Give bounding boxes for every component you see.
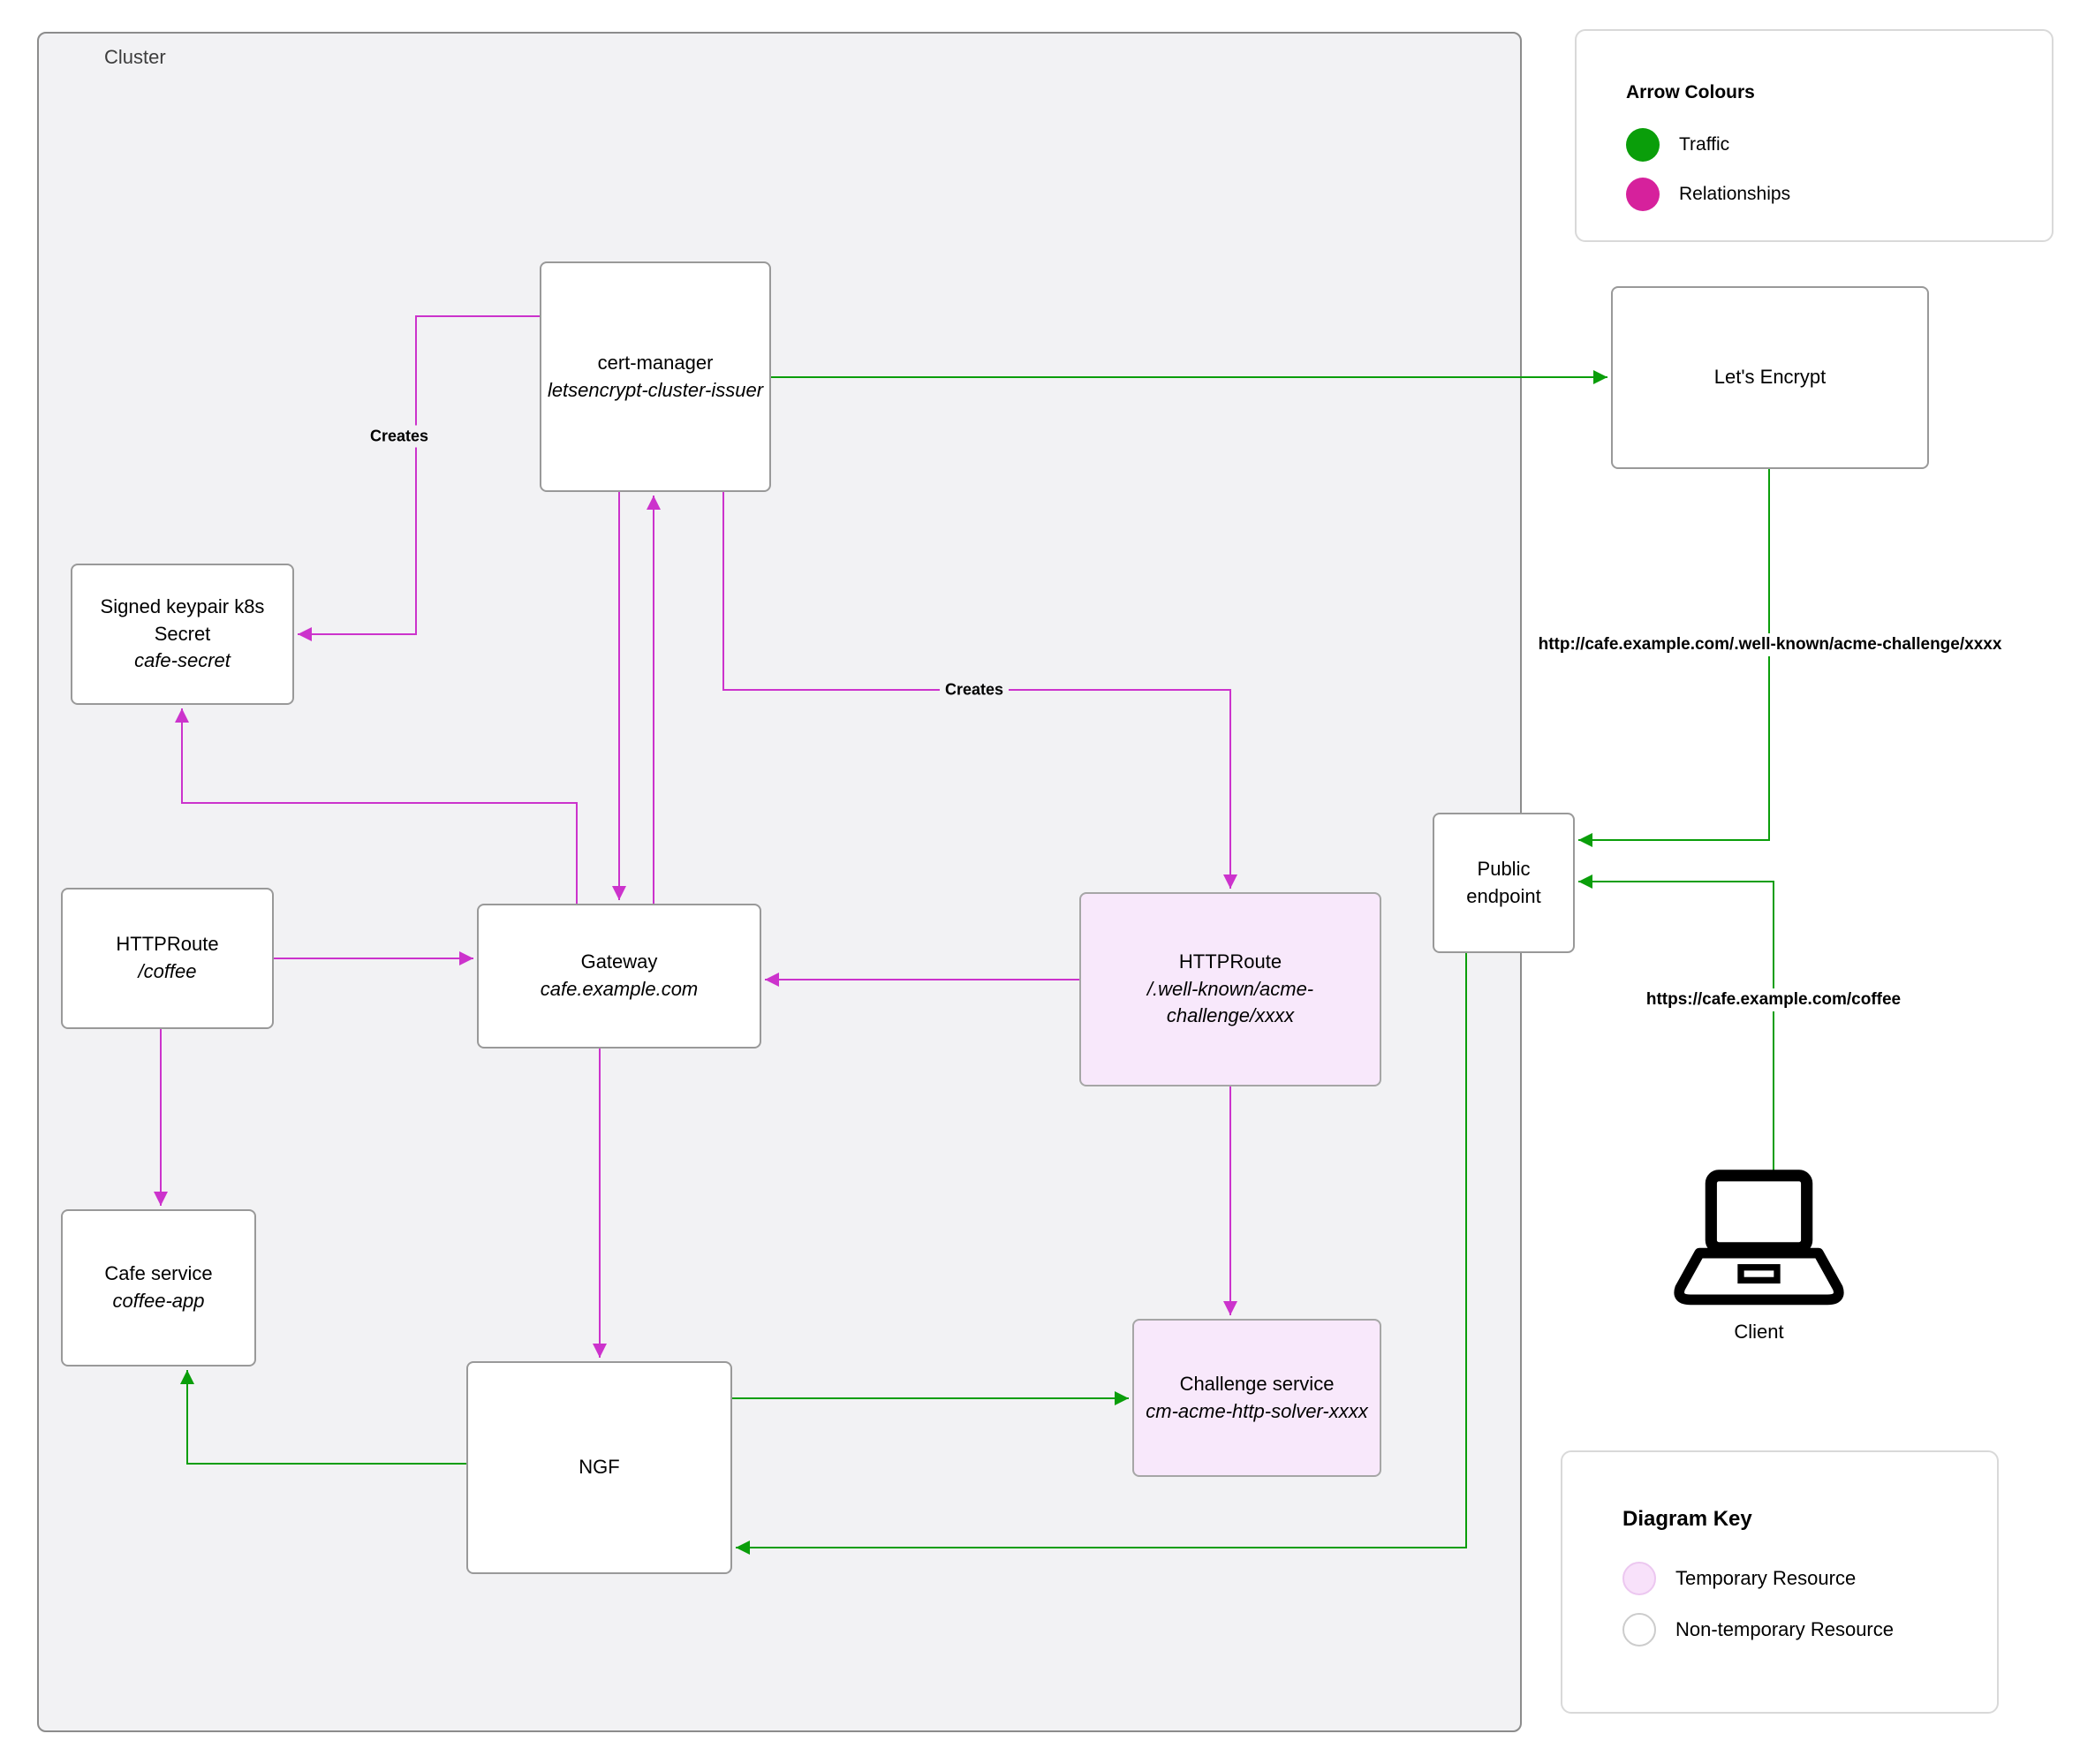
edge-client-to-public-endpoint [1578, 874, 1774, 1171]
arrow-colours-legend: Arrow Colours Traffic Relationships [1575, 29, 2054, 242]
node-challenge-service-title: Challenge service [1179, 1372, 1335, 1395]
node-httproute-acme-challenge: HTTPRoute /.well-known/acme-challenge/xx… [1079, 892, 1381, 1086]
edge-public-endpoint-to-ngf [736, 953, 1467, 1555]
edge-label-acme-url: http://cafe.example.com/.well-known/acme… [1532, 633, 2008, 656]
edge-label-creates-route: Creates [939, 678, 1010, 701]
node-cert-manager-title: cert-manager [597, 351, 714, 374]
edge-label-coffee-url: https://cafe.example.com/coffee [1640, 988, 1907, 1011]
temporary-resource-label: Temporary Resource [1675, 1567, 1857, 1589]
laptop-icon [1674, 1170, 1844, 1306]
node-httproute-coffee: HTTPRoute /coffee [61, 888, 274, 1029]
node-client: Client [1668, 1168, 1849, 1344]
temporary-resource-dot [1622, 1562, 1656, 1595]
node-signed-keypair-subtitle: cafe-secret [134, 649, 231, 672]
legend-row-relationships: Relationships [1626, 178, 2052, 211]
node-httproute-acme-subtitle: /.well-known/acme-challenge/xxxx [1146, 977, 1314, 1027]
node-public-endpoint: Public endpoint [1433, 813, 1575, 953]
node-cafe-service-subtitle: coffee-app [112, 1290, 205, 1312]
node-cafe-service-title: Cafe service [104, 1262, 213, 1285]
node-httproute-coffee-title: HTTPRoute [116, 933, 219, 956]
node-challenge-service: Challenge service cm-acme-http-solver-xx… [1132, 1319, 1381, 1477]
key-row-nontemporary: Non-temporary Resource [1622, 1613, 1997, 1647]
edge-letsencrypt-to-public-endpoint [1578, 469, 1770, 847]
nontemporary-resource-dot [1622, 1613, 1656, 1647]
key-row-temporary: Temporary Resource [1622, 1562, 1997, 1595]
node-challenge-service-subtitle: cm-acme-http-solver-xxxx [1146, 1399, 1368, 1422]
edge-certmanager-creates-secret [298, 315, 540, 641]
nontemporary-resource-label: Non-temporary Resource [1675, 1618, 1894, 1640]
node-client-label: Client [1734, 1321, 1784, 1343]
relationships-label: Relationships [1679, 184, 1791, 204]
node-signed-keypair-title: Signed keypair k8s Secret [100, 594, 265, 645]
node-ngf: NGF [466, 1361, 732, 1574]
node-lets-encrypt-title: Let's Encrypt [1713, 366, 1827, 389]
edge-label-creates-secret: Creates [364, 425, 435, 448]
node-cafe-service: Cafe service coffee-app [61, 1209, 256, 1367]
edge-gateway-to-secret [175, 708, 578, 904]
node-gateway: Gateway cafe.example.com [477, 904, 761, 1049]
edge-ngf-to-cafe-service [180, 1370, 466, 1465]
node-ngf-title: NGF [579, 1456, 620, 1479]
node-cert-manager: cert-manager letsencrypt-cluster-issuer [540, 261, 771, 492]
arrow-colours-title: Arrow Colours [1626, 82, 1755, 102]
node-httproute-coffee-subtitle: /coffee [138, 960, 197, 982]
legend-row-traffic: Traffic [1626, 128, 2052, 162]
node-lets-encrypt: Let's Encrypt [1611, 286, 1929, 469]
node-gateway-subtitle: cafe.example.com [540, 978, 699, 1000]
cluster-label: Cluster [104, 46, 166, 68]
relationships-color-dot [1626, 178, 1660, 211]
diagram-key-title: Diagram Key [1622, 1507, 1752, 1531]
node-signed-keypair-secret: Signed keypair k8s Secret cafe-secret [71, 564, 294, 705]
node-httproute-acme-title: HTTPRoute [1178, 950, 1282, 973]
traffic-color-dot [1626, 128, 1660, 162]
node-cert-manager-subtitle: letsencrypt-cluster-issuer [547, 378, 764, 401]
node-public-endpoint-title: Public endpoint [1466, 857, 1541, 907]
diagram-key-panel: Diagram Key Temporary Resource Non-tempo… [1561, 1450, 1999, 1714]
node-gateway-title: Gateway [580, 950, 658, 973]
traffic-label: Traffic [1679, 134, 1730, 155]
